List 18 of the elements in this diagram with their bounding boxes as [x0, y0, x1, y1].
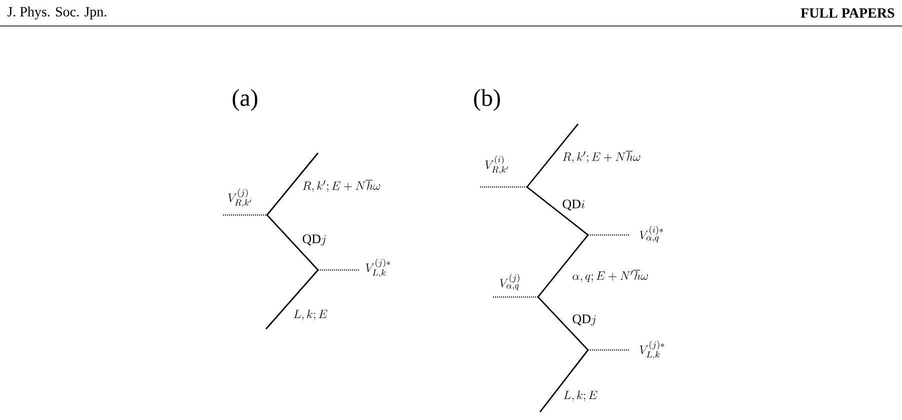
line-label: $R,k';E+N\hbar\omega$ — [302, 180, 380, 192]
running-header: FULL PAPERS — [800, 8, 894, 18]
line-label: $\mathrm{QD}j$ — [572, 314, 596, 326]
panel-label: (a) — [232, 89, 258, 111]
vertex-label: $V^{(j)}_{R,k'}$ — [228, 188, 252, 208]
vertex-label: $V^{(j)*}_{L,k}$ — [640, 340, 664, 360]
line-label: $\alpha,q;E+N'\hbar\omega$ — [572, 270, 648, 282]
line-label: $L,k;E$ — [294, 310, 328, 320]
vertex-label: $V^{(j)}_{\alpha,q}$ — [500, 274, 520, 290]
vertex-label: $V^{(i)*}_{\alpha,q}$ — [640, 226, 664, 242]
line-label: $R,k';E+N\hbar\omega$ — [562, 150, 640, 164]
running-header: J. Phys. Soc. Jpn. — [8, 6, 106, 20]
panel-label: (b) — [474, 89, 500, 111]
vertex-label: $V^{(j)*}_{L,k}$ — [366, 258, 390, 278]
line-label: $\mathrm{QD}j$ — [302, 234, 326, 246]
line-label: $\mathrm{QD}i$ — [562, 200, 584, 210]
line-label: $L,k;E$ — [564, 390, 598, 402]
vertex-label: $V^{(i)}_{R,k'}$ — [485, 156, 508, 174]
